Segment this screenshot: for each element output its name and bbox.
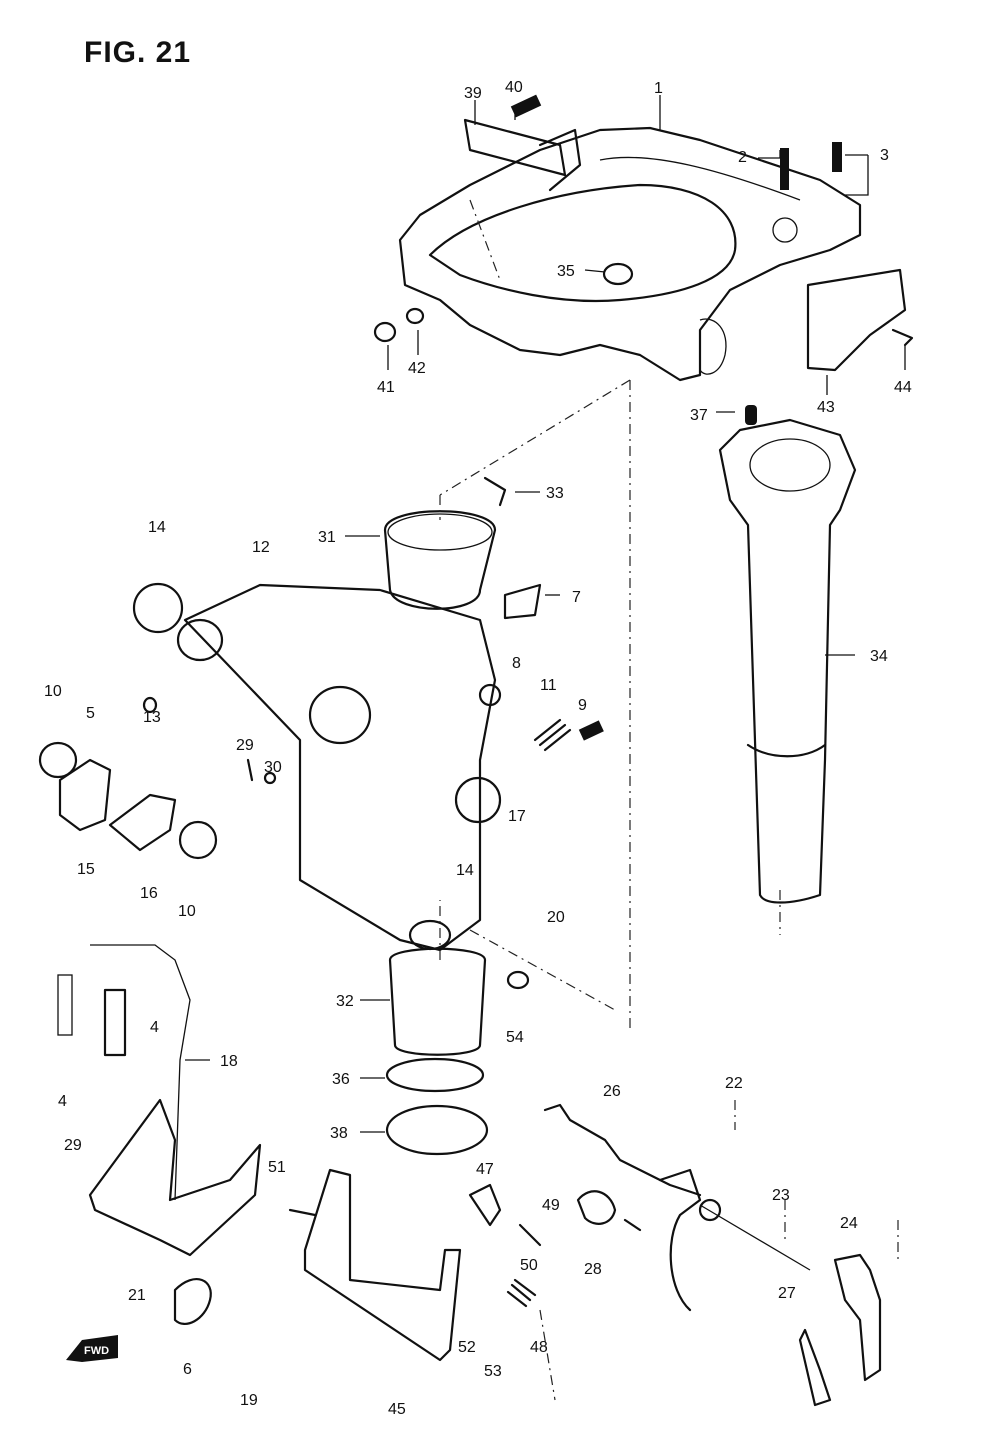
spring-11 — [533, 718, 572, 752]
steering-tube — [718, 405, 857, 904]
pin-50 — [518, 1223, 542, 1247]
callout-4: 4 — [150, 1019, 159, 1036]
callout-21: 21 — [128, 1287, 146, 1304]
assembly-lines — [439, 199, 899, 1401]
callout-52: 52 — [458, 1339, 476, 1356]
callout-47: 47 — [476, 1161, 494, 1178]
screw-44-icon — [891, 328, 914, 347]
bolt-3-icon — [832, 142, 842, 172]
callout-15: 15 — [77, 861, 95, 878]
callout-34: 34 — [870, 648, 888, 665]
callout-7: 7 — [572, 589, 581, 606]
callout-31: 31 — [318, 529, 336, 546]
bushing-14 — [132, 582, 184, 634]
callout-28: 28 — [584, 1261, 602, 1278]
callout-19: 19 — [240, 1392, 258, 1409]
callout-26: 26 — [603, 1083, 621, 1100]
callout-43: 43 — [817, 399, 835, 416]
callout-49: 49 — [542, 1197, 560, 1214]
ring-30 — [263, 771, 277, 785]
callout-20: 20 — [547, 909, 565, 926]
spring-48 — [506, 1278, 537, 1308]
callout-24: 24 — [840, 1215, 858, 1232]
callout-3: 3 — [880, 147, 889, 164]
leader-lines — [185, 95, 906, 1133]
bushing-35 — [602, 262, 634, 286]
bolt-40-icon — [510, 94, 542, 118]
callout-1: 1 — [654, 80, 663, 97]
callout-6: 6 — [183, 1361, 192, 1378]
callout-32: 32 — [336, 993, 354, 1010]
callout-12: 12 — [252, 539, 270, 556]
grease-nipple-13 — [142, 696, 158, 714]
callout-labels: 1 2 3 39 40 35 41 42 43 44 37 33 31 12 1… — [44, 79, 912, 1418]
swivel-bracket-top — [398, 118, 907, 382]
pivot-cylinder-31 — [383, 510, 497, 610]
callout-5: 5 — [86, 705, 95, 722]
pad-7 — [503, 583, 542, 620]
forward-arrow-icon: FWD — [66, 1335, 118, 1362]
callout-8: 8 — [512, 655, 521, 672]
callout-4-left: 4 — [58, 1093, 67, 1110]
callout-14: 14 — [148, 519, 166, 536]
callout-10-lower: 10 — [178, 903, 196, 920]
washer-42 — [405, 307, 425, 325]
callout-23: 23 — [772, 1187, 790, 1204]
callout-10-left: 10 — [44, 683, 62, 700]
callout-54: 54 — [506, 1029, 524, 1046]
callout-2: 2 — [738, 149, 747, 166]
callout-48: 48 — [530, 1339, 548, 1356]
callout-50: 50 — [520, 1257, 538, 1274]
callout-33: 33 — [546, 485, 564, 502]
tilt-lever-linkage — [543, 1103, 882, 1407]
lower-bushings — [385, 947, 489, 1156]
callout-44: 44 — [894, 379, 912, 396]
bushing-8 — [478, 683, 502, 707]
bolt-2-icon — [780, 148, 789, 190]
callout-51: 51 — [268, 1159, 286, 1176]
tilt-lock-parts — [38, 741, 218, 860]
callout-39: 39 — [464, 85, 482, 102]
callout-16: 16 — [140, 885, 158, 902]
callout-29-upper: 29 — [236, 737, 254, 754]
callout-11: 11 — [540, 677, 557, 694]
tilt-bracket — [288, 1168, 502, 1362]
clamp-bracket — [176, 583, 502, 952]
stern-bracket — [57, 944, 262, 1325]
callout-9: 9 — [578, 697, 587, 714]
callout-30: 30 — [264, 759, 282, 776]
callout-18: 18 — [220, 1053, 238, 1070]
callout-45: 45 — [388, 1401, 406, 1418]
bushing-54 — [506, 970, 530, 990]
callout-53: 53 — [484, 1363, 502, 1380]
callout-14-lower: 14 — [456, 862, 474, 879]
callout-17: 17 — [508, 808, 526, 825]
callout-41: 41 — [377, 379, 395, 396]
nut-41 — [373, 321, 397, 343]
callout-37: 37 — [690, 407, 708, 424]
figure-title: FIG. 21 — [84, 36, 192, 69]
callout-42: 42 — [408, 360, 426, 377]
pin-29 — [246, 758, 254, 782]
callout-13: 13 — [143, 709, 161, 726]
callout-36: 36 — [332, 1071, 350, 1088]
callout-35: 35 — [557, 263, 575, 280]
callout-40: 40 — [505, 79, 523, 96]
callout-29-lower: 29 — [64, 1137, 82, 1154]
callout-22: 22 — [725, 1075, 743, 1092]
callout-27: 27 — [778, 1285, 796, 1302]
callout-38: 38 — [330, 1125, 348, 1142]
forward-label: FWD — [84, 1345, 109, 1357]
pin-37 — [745, 405, 757, 425]
bolt-9 — [578, 720, 604, 741]
clip-33 — [483, 476, 507, 507]
